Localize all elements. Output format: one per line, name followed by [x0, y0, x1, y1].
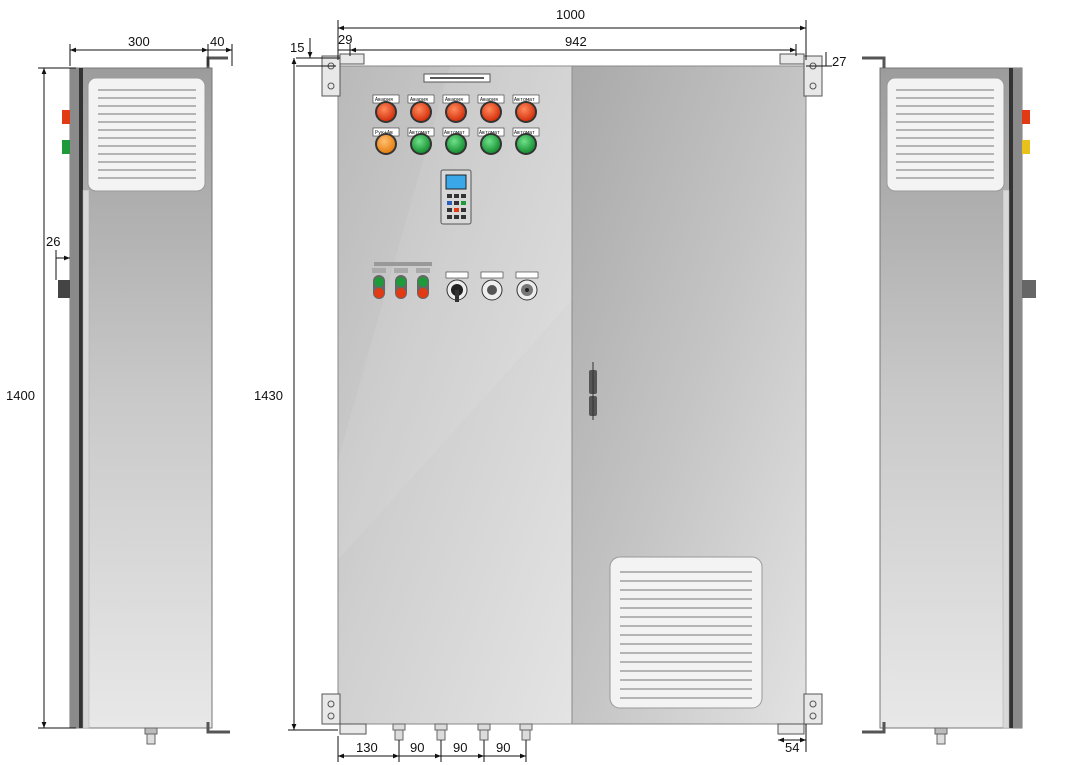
dim-right-offset: 27 — [832, 54, 846, 69]
red-button-1-1: Авария — [372, 94, 400, 123]
cable-gland-icon — [144, 727, 158, 745]
wall-mount-bracket-icon — [862, 56, 886, 734]
side-button-green — [62, 140, 70, 154]
red-button-1-4: Авария — [477, 94, 505, 123]
red-button-1-3: Авария — [442, 94, 470, 123]
front-view: Авария Авария Авария Авария Автомат — [321, 53, 823, 741]
dim-handle-offset: 26 — [46, 234, 60, 249]
cable-gland-icon — [392, 723, 533, 741]
button-row-1: Авария Авария Авария Авария Автомат — [372, 94, 540, 123]
dim-bottom-spacing-1: 90 — [410, 740, 424, 755]
dim-side-depth: 300 — [128, 34, 150, 49]
dim-inner-width: 942 — [565, 34, 587, 49]
door-handle-icon — [1022, 280, 1036, 298]
button-label: Автомат — [444, 130, 465, 136]
vent-slats-left — [98, 89, 196, 179]
button-label: Авария — [410, 97, 428, 103]
button-label: Автомат — [409, 130, 430, 136]
button-label: Авария — [480, 97, 498, 103]
green-button-2-5: Автомат — [512, 127, 540, 155]
door-handle-icon — [58, 280, 70, 298]
button-label: Автомат — [514, 97, 535, 103]
dim-bottom-spacing-3: 90 — [496, 740, 510, 755]
button-label: Рук+Ав — [375, 130, 393, 136]
side-button-red — [1022, 110, 1030, 124]
dim-left-offset: 29 — [338, 32, 352, 47]
red-button-1-5: Автомат — [512, 94, 540, 123]
selector-switch-icon — [445, 271, 539, 302]
dim-front-height: 1430 — [254, 388, 283, 403]
side-button-red — [62, 110, 70, 124]
double-pushbuttons — [372, 262, 432, 299]
door-handle-icon — [589, 362, 597, 420]
dimension-lines — [38, 20, 832, 762]
right-side-view — [862, 56, 1036, 745]
orange-button-2-1: Рук+Ав — [372, 127, 400, 155]
vent-grille-icon — [886, 77, 1005, 192]
vent-slats-front — [620, 571, 752, 699]
button-row-2: Рук+Ав Автомат Автомат Автомат Автомат — [372, 127, 540, 155]
red-button-1-2: Авария — [407, 94, 435, 123]
wall-mount-bracket-icon — [321, 53, 823, 735]
vent-slats-right — [896, 89, 994, 179]
cable-gland-icon — [934, 727, 948, 745]
vent-grille-icon — [609, 556, 763, 709]
side-button-yellow — [1022, 140, 1030, 154]
green-button-2-2: Автомат — [407, 127, 435, 155]
lcd-screen — [445, 174, 467, 190]
dim-total-width: 1000 — [556, 7, 585, 22]
dim-bottom-spacing-2: 90 — [453, 740, 467, 755]
left-side-view — [58, 56, 230, 745]
button-label: Автомат — [514, 130, 535, 136]
operator-panel — [440, 169, 472, 225]
button-label: Авария — [445, 97, 463, 103]
dimension-labels: 1000 942 29 15 27 300 40 1400 26 1430 13… — [6, 7, 846, 755]
dim-side-height: 1400 — [6, 388, 35, 403]
dim-bottom-first: 130 — [356, 740, 378, 755]
button-label: Автомат — [479, 130, 500, 136]
vent-grille-icon — [87, 77, 206, 192]
dim-top-offset: 15 — [290, 40, 304, 55]
button-label: Авария — [375, 97, 393, 103]
dim-bottom-right: 54 — [785, 740, 799, 755]
green-button-2-4: Автомат — [477, 127, 505, 155]
dim-side-extra: 40 — [210, 34, 224, 49]
green-button-2-3: Автомат — [442, 127, 470, 155]
